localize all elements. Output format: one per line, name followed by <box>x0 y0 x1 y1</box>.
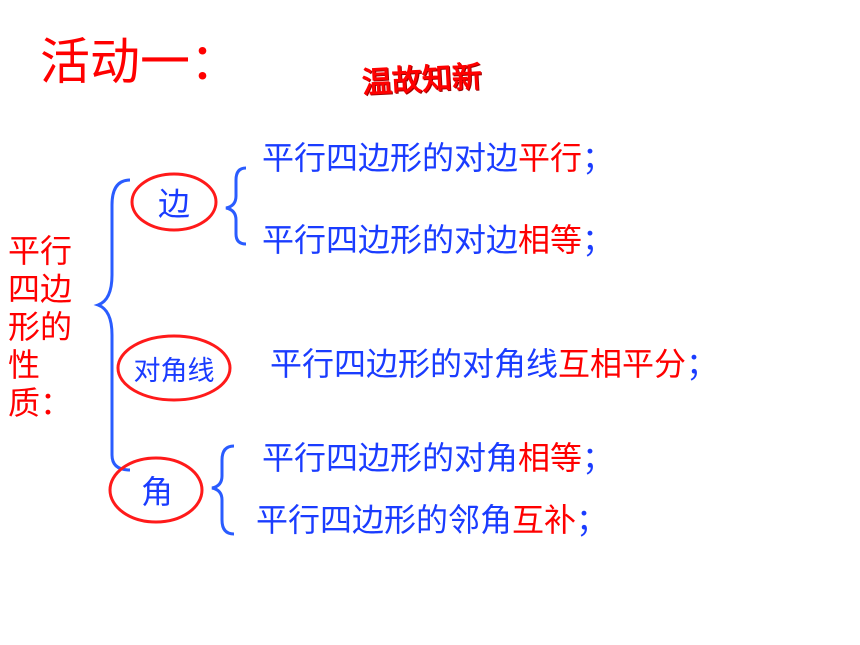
angle-line-2: 平行四边形的邻角互补； <box>256 501 609 539</box>
key-term: 互补 <box>512 501 577 539</box>
angle-brace <box>211 444 235 536</box>
subtitle: 温故知新 <box>361 59 483 101</box>
angle-circle <box>108 456 204 524</box>
side-line-1: 平行四边形的对边平行； <box>262 139 615 177</box>
topic-label: 平行四边形的性质： <box>8 232 73 422</box>
side-label: 边 <box>157 185 190 223</box>
main-brace <box>93 178 131 472</box>
key-term: 互相平分 <box>558 345 687 383</box>
key-term: 相等 <box>518 439 583 477</box>
key-term: 相等 <box>518 221 583 259</box>
diagonal-label: 对角线 <box>133 355 215 387</box>
side-line-2: 平行四边形的对边相等； <box>262 221 615 259</box>
side-circle <box>130 172 218 232</box>
diagonal-circle <box>116 334 232 402</box>
key-term: 平行 <box>518 139 583 177</box>
angle-label: 角 <box>140 473 173 511</box>
side-brace <box>225 166 247 246</box>
angle-line-1: 平行四边形的对角相等； <box>262 439 615 477</box>
page-title: 活动一： <box>40 33 240 91</box>
diagonal-line-1: 平行四边形的对角线互相平分； <box>270 345 719 383</box>
